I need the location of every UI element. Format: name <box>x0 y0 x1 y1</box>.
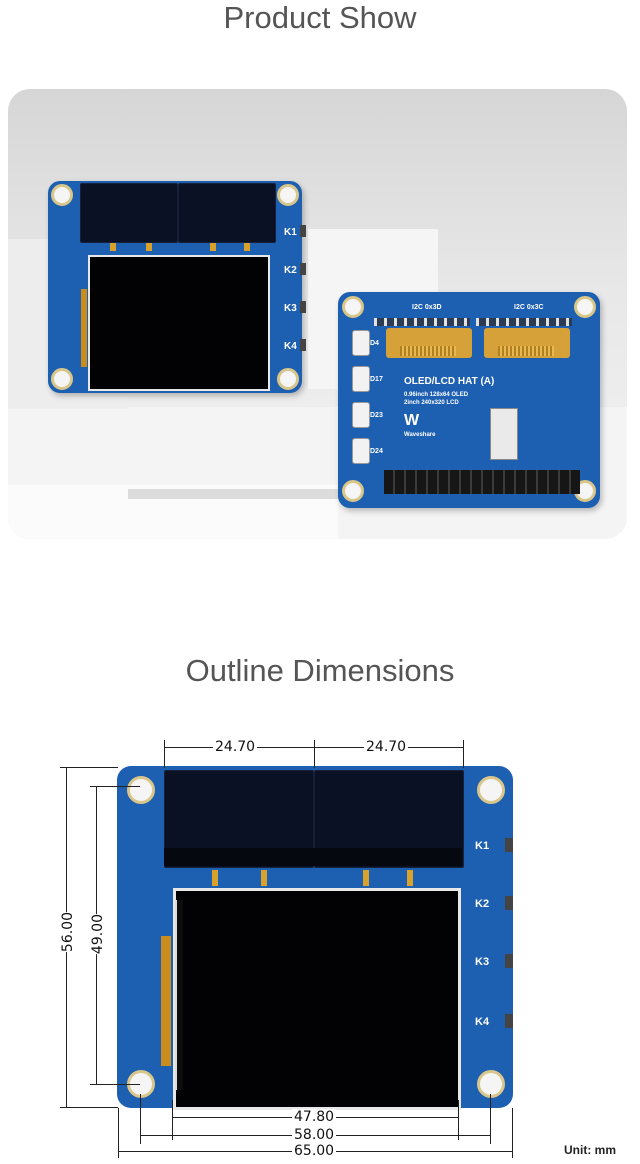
lcd-flex-cable <box>161 936 171 1066</box>
oled-display-left <box>80 183 178 243</box>
fpc-connector <box>490 408 518 460</box>
oled-tab <box>146 243 152 251</box>
extension-line <box>90 786 140 787</box>
mount-hole <box>342 480 364 502</box>
key-button <box>505 838 513 852</box>
oled-ribbon-right <box>484 328 570 358</box>
dim-total-height: 56.00 <box>58 912 78 953</box>
brand-text: Waveshare <box>404 432 436 438</box>
oled-tab <box>363 870 369 886</box>
spec-line-2: 2inch 240x320 LCD <box>404 400 459 406</box>
key-label: K4 <box>475 1016 490 1028</box>
dim-holes-width: 58.00 <box>292 1127 337 1143</box>
extension-line <box>463 740 464 768</box>
dim-holes-height: 49.00 <box>88 914 108 955</box>
dimension-line <box>164 747 463 748</box>
outline-dimensions-title: Outline Dimensions <box>185 653 455 688</box>
oled-pad-row <box>374 318 470 326</box>
led-label: D23 <box>370 412 383 419</box>
extension-line <box>314 740 315 768</box>
dim-oled-right-width: 24.70 <box>364 739 409 755</box>
i2c-addr-right: I2C 0x3C <box>514 304 544 311</box>
front-board: K1 K2 K3 K4 <box>48 181 306 393</box>
mount-hole <box>477 776 505 804</box>
lcd-edge <box>175 900 183 1090</box>
key-button <box>505 896 513 910</box>
product-name: OLED/LCD HAT (A) <box>404 376 495 387</box>
key-label: K2 <box>284 265 297 276</box>
extension-line <box>90 1084 140 1085</box>
key-label: K4 <box>284 341 297 352</box>
extension-line <box>172 1100 173 1140</box>
smd-button <box>352 366 370 392</box>
oled-bottom-band <box>164 848 462 866</box>
spec-line-1: 0.96inch 128x64 OLED <box>404 392 469 398</box>
oled-tab <box>261 870 267 886</box>
oled-tab <box>407 870 413 886</box>
key-button <box>300 263 306 275</box>
key-button <box>505 1014 513 1028</box>
mount-hole <box>342 296 364 318</box>
mount-hole <box>277 368 299 390</box>
dim-lcd-width: 47.80 <box>292 1109 337 1125</box>
product-photo: K1 K2 K3 K4 I2C 0x3D I2C 0x3C D4 D17 D23… <box>8 89 627 539</box>
photo-shadow <box>128 489 338 499</box>
mount-hole <box>574 296 596 318</box>
product-show-title: Product Show <box>223 0 417 35</box>
extension-line <box>490 1094 491 1144</box>
dim-total-width: 65.00 <box>292 1143 337 1159</box>
oled-ribbon-left <box>386 328 472 358</box>
mount-hole <box>127 776 155 804</box>
lcd-display <box>88 255 270 391</box>
extension-line <box>140 1094 141 1144</box>
drawing-board: K1 K2 K3 K4 <box>117 766 513 1110</box>
lcd-display <box>173 888 461 1110</box>
smd-button <box>352 438 370 464</box>
led-label: D24 <box>370 448 383 455</box>
led-label: D17 <box>370 376 383 383</box>
mount-hole <box>477 1070 505 1098</box>
extension-line <box>458 1100 459 1140</box>
oled-tab <box>110 243 116 251</box>
lcd-flex-cable <box>81 289 87 367</box>
ribbon-traces <box>400 346 456 356</box>
smd-button <box>352 402 370 428</box>
smd-button <box>352 330 370 356</box>
mount-hole <box>277 184 299 206</box>
dim-oled-left-width: 24.70 <box>213 739 258 755</box>
back-board: I2C 0x3D I2C 0x3C D4 D17 D23 D24 OLED/LC… <box>338 292 600 508</box>
key-button <box>300 339 306 351</box>
i2c-addr-left: I2C 0x3D <box>412 304 442 311</box>
oled-pad-row <box>476 318 572 326</box>
key-label: K1 <box>475 840 490 852</box>
key-label: K3 <box>284 303 297 314</box>
oled-tab <box>210 243 216 251</box>
unit-label: Unit: mm <box>564 1143 616 1157</box>
gpio-header <box>384 470 580 494</box>
key-button <box>505 954 513 968</box>
key-label: K2 <box>475 898 490 910</box>
key-button <box>300 301 306 313</box>
oled-tab <box>244 243 250 251</box>
extension-line <box>118 1108 119 1158</box>
mount-hole <box>51 184 73 206</box>
oled-tab <box>212 870 218 886</box>
ribbon-traces <box>498 346 554 356</box>
key-label: K1 <box>284 227 297 238</box>
extension-line <box>60 767 118 768</box>
key-button <box>300 225 306 237</box>
extension-line <box>60 1107 118 1108</box>
mount-hole <box>51 368 73 390</box>
key-label: K3 <box>475 956 490 968</box>
waveshare-logo: W <box>404 412 420 429</box>
extension-line <box>164 740 165 768</box>
extension-line <box>512 1108 513 1158</box>
oled-display-right <box>178 183 276 243</box>
led-label: D4 <box>370 340 379 347</box>
